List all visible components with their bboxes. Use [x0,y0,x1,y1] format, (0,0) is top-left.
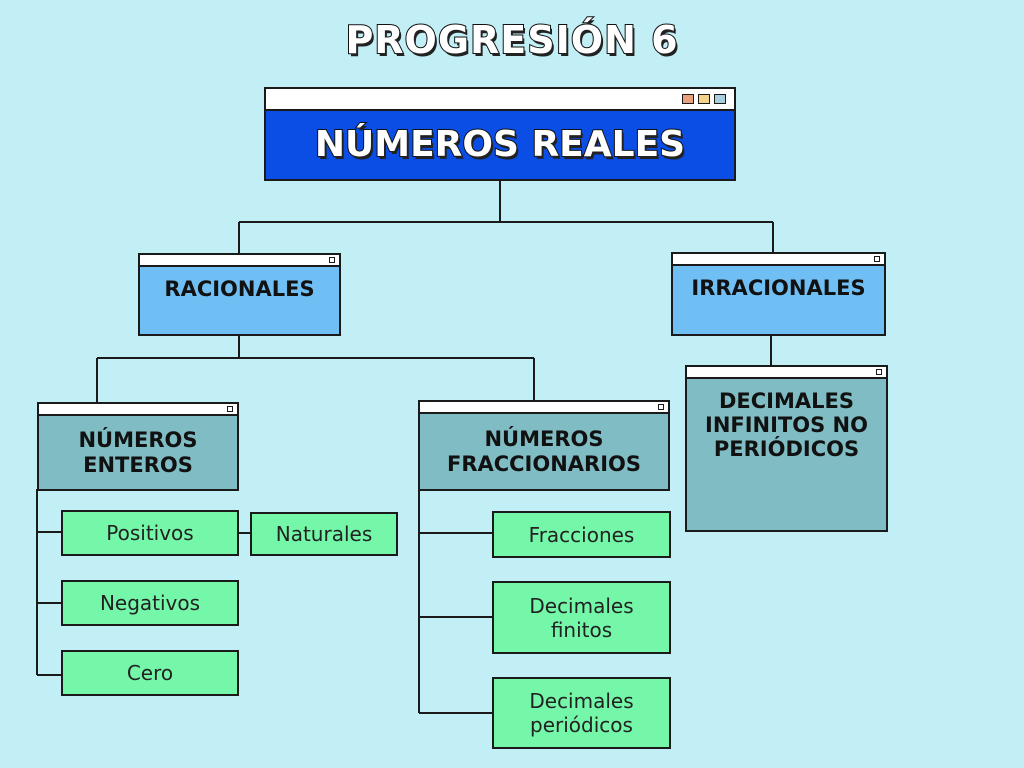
numeros-fraccionarios-box: NÚMEROS FRACCIONARIOS [418,400,670,491]
window-control-icon [874,256,880,262]
irracionales-box: IRRACIONALES [671,252,886,336]
window-bar [39,404,237,416]
racionales-box: RACIONALES [138,253,341,336]
leaf-positivos: Positivos [61,510,239,556]
window-control-icon [329,257,335,263]
decimales-infinitos-box: DECIMALES INFINITOS NO PERIÓDICOS [685,365,888,532]
leaf-cero: Cero [61,650,239,696]
window-control-icon [876,369,882,375]
window-control-icon [698,94,710,104]
irracionales-label: IRRACIONALES [691,276,866,300]
window-bar [266,89,734,111]
window-bar [420,402,668,414]
window-control-icon [227,406,233,412]
racionales-label: RACIONALES [164,277,315,301]
leaf-decimales-finitos: Decimales finitos [492,581,671,654]
leaf-negativos: Negativos [61,580,239,626]
leaf-fracciones: Fracciones [492,511,671,558]
numeros-enteros-label: NÚMEROS ENTEROS [78,428,198,477]
numeros-fraccionarios-label: NÚMEROS FRACCIONARIOS [446,427,642,476]
window-control-icon [714,94,726,104]
numeros-reales-label: NÚMEROS REALES [314,123,686,166]
window-bar [140,255,339,267]
decimales-infinitos-label: DECIMALES INFINITOS NO PERIÓDICOS [705,389,868,462]
page-title: PROGRESIÓN 6 [344,17,679,63]
leaf-naturales: Naturales [250,512,398,556]
window-control-icon [682,94,694,104]
leaf-decimales-periodicos: Decimales periódicos [492,677,671,749]
window-bar [687,367,886,379]
window-control-icon [658,404,664,410]
window-bar [673,254,884,266]
numeros-enteros-box: NÚMEROS ENTEROS [37,402,239,491]
numeros-reales-box: NÚMEROS REALES [264,87,736,181]
